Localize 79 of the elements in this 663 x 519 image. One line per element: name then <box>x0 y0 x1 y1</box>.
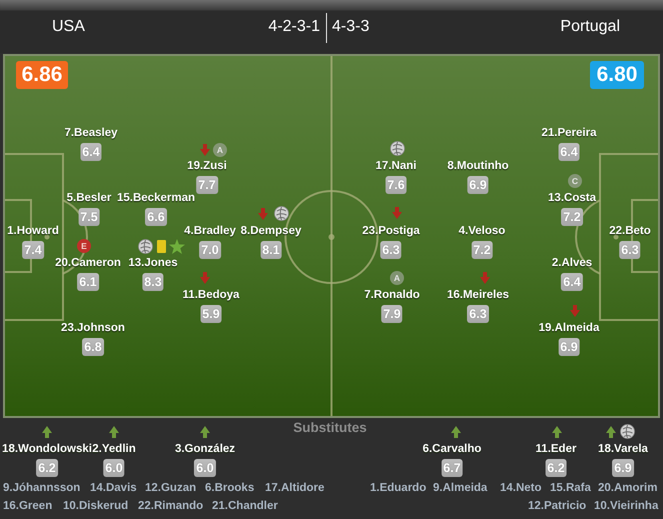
player-name: 12.Guzan <box>145 481 196 495</box>
player-name: 6.Carvalho <box>422 442 482 456</box>
team-rating-badge: 6.86 <box>16 61 68 89</box>
player-name: 14.Neto <box>500 481 542 495</box>
rating-badge: 6.3 <box>467 305 489 323</box>
rating-badge: 8.1 <box>260 241 282 259</box>
player-name: 14.Davis <box>90 481 137 495</box>
rating-badge: 7.9 <box>381 305 403 323</box>
player-name: 8.Moutinho <box>447 159 509 173</box>
player-name: 8.Dempsey <box>240 224 302 238</box>
player-name: 9.Jóhannsson <box>3 481 80 495</box>
rating-badge: 7.5 <box>78 208 100 226</box>
player-name: 10.Diskerud <box>63 499 128 513</box>
player-name: 7.Beasley <box>64 126 118 140</box>
team-rating-badge: 6.80 <box>590 61 644 89</box>
rating-badge: 6.4 <box>558 143 580 161</box>
rating-badge: 6.1 <box>77 273 99 291</box>
rating-badge: 7.2 <box>561 208 583 226</box>
player-name: 15.Beckerman <box>117 191 195 205</box>
rating-badge: 6.4 <box>561 273 583 291</box>
player-name: 7.Ronaldo <box>364 288 420 302</box>
player-name: 2.Alves <box>552 256 592 270</box>
player-name: 13.Costa <box>548 191 596 205</box>
rating-badge: 6.9 <box>612 459 634 477</box>
formation: 4-2-3-1 <box>268 18 320 36</box>
rating-badge: 6.7 <box>441 459 463 477</box>
rating-badge: 6.9 <box>558 338 580 356</box>
team-name: USA <box>52 18 85 36</box>
rating-badge: 6.8 <box>82 338 104 356</box>
rating-badge: 8.3 <box>142 273 164 291</box>
rating-badge: 6.0 <box>103 459 125 477</box>
player-name: 17.Nani <box>376 159 416 173</box>
player-name: 5.Besler <box>66 191 112 205</box>
player-name: 19.Zusi <box>187 159 227 173</box>
rating-badge: 7.7 <box>196 176 218 194</box>
rating-badge: 6.9 <box>467 176 489 194</box>
rating-badge: 6.3 <box>380 241 402 259</box>
player-name: 23.Postiga <box>362 224 420 238</box>
rating-badge: 7.6 <box>385 176 407 194</box>
player-name: 2.Yedlin <box>92 442 136 456</box>
player-name: 23.Johnson <box>61 321 125 335</box>
rating-badge: 6.4 <box>80 143 102 161</box>
rating-badge: 7.0 <box>199 241 221 259</box>
player-name: 21.Chandler <box>212 499 278 513</box>
player-name: 16.Meireles <box>447 288 509 302</box>
rating-badge: 6.2 <box>36 459 58 477</box>
player-name: 4.Veloso <box>458 224 506 238</box>
player-name: 20.Cameron <box>55 256 121 270</box>
player-name: 15.Rafa <box>550 481 591 495</box>
player-name: 3.González <box>174 442 236 456</box>
player-name: 4.Bradley <box>184 224 236 238</box>
player-name: 18.Wondolowski <box>2 442 92 456</box>
player-name: 16.Green <box>3 499 52 513</box>
rating-badge: 5.9 <box>200 305 222 323</box>
rating-badge: 7.2 <box>471 241 493 259</box>
player-name: 6.Brooks <box>205 481 254 495</box>
player-name: 1.Howard <box>7 224 59 238</box>
rating-badge: 6.2 <box>545 459 567 477</box>
player-name: 13.Jones <box>128 256 178 270</box>
rating-badge: 6.0 <box>194 459 216 477</box>
rating-badge: 7.4 <box>22 241 44 259</box>
player-name: 10.Vieirinha <box>594 499 658 513</box>
player-name: 11.Bedoya <box>182 288 240 302</box>
player-name: 9.Almeida <box>433 481 488 495</box>
player-name: 22.Rimando <box>138 499 204 513</box>
player-name: 20.Amorim <box>598 481 658 495</box>
player-name: 19.Almeida <box>538 321 600 335</box>
player-name: 18.Varela <box>598 442 648 456</box>
rating-badge: 6.3 <box>619 241 641 259</box>
player-name: 12.Patricio <box>528 499 586 513</box>
player-name: 17.Altidore <box>265 481 324 495</box>
player-name: 22.Beto <box>609 224 651 238</box>
player-name: 21.Pereira <box>542 126 596 140</box>
formation: 4-3-3 <box>332 18 370 36</box>
player-name: 1.Eduardo <box>370 481 426 495</box>
team-name: Portugal <box>560 18 620 36</box>
rating-badge: 6.6 <box>145 208 167 226</box>
player-name: 11.Eder <box>536 442 576 456</box>
section-heading: Substitutes <box>293 420 367 436</box>
